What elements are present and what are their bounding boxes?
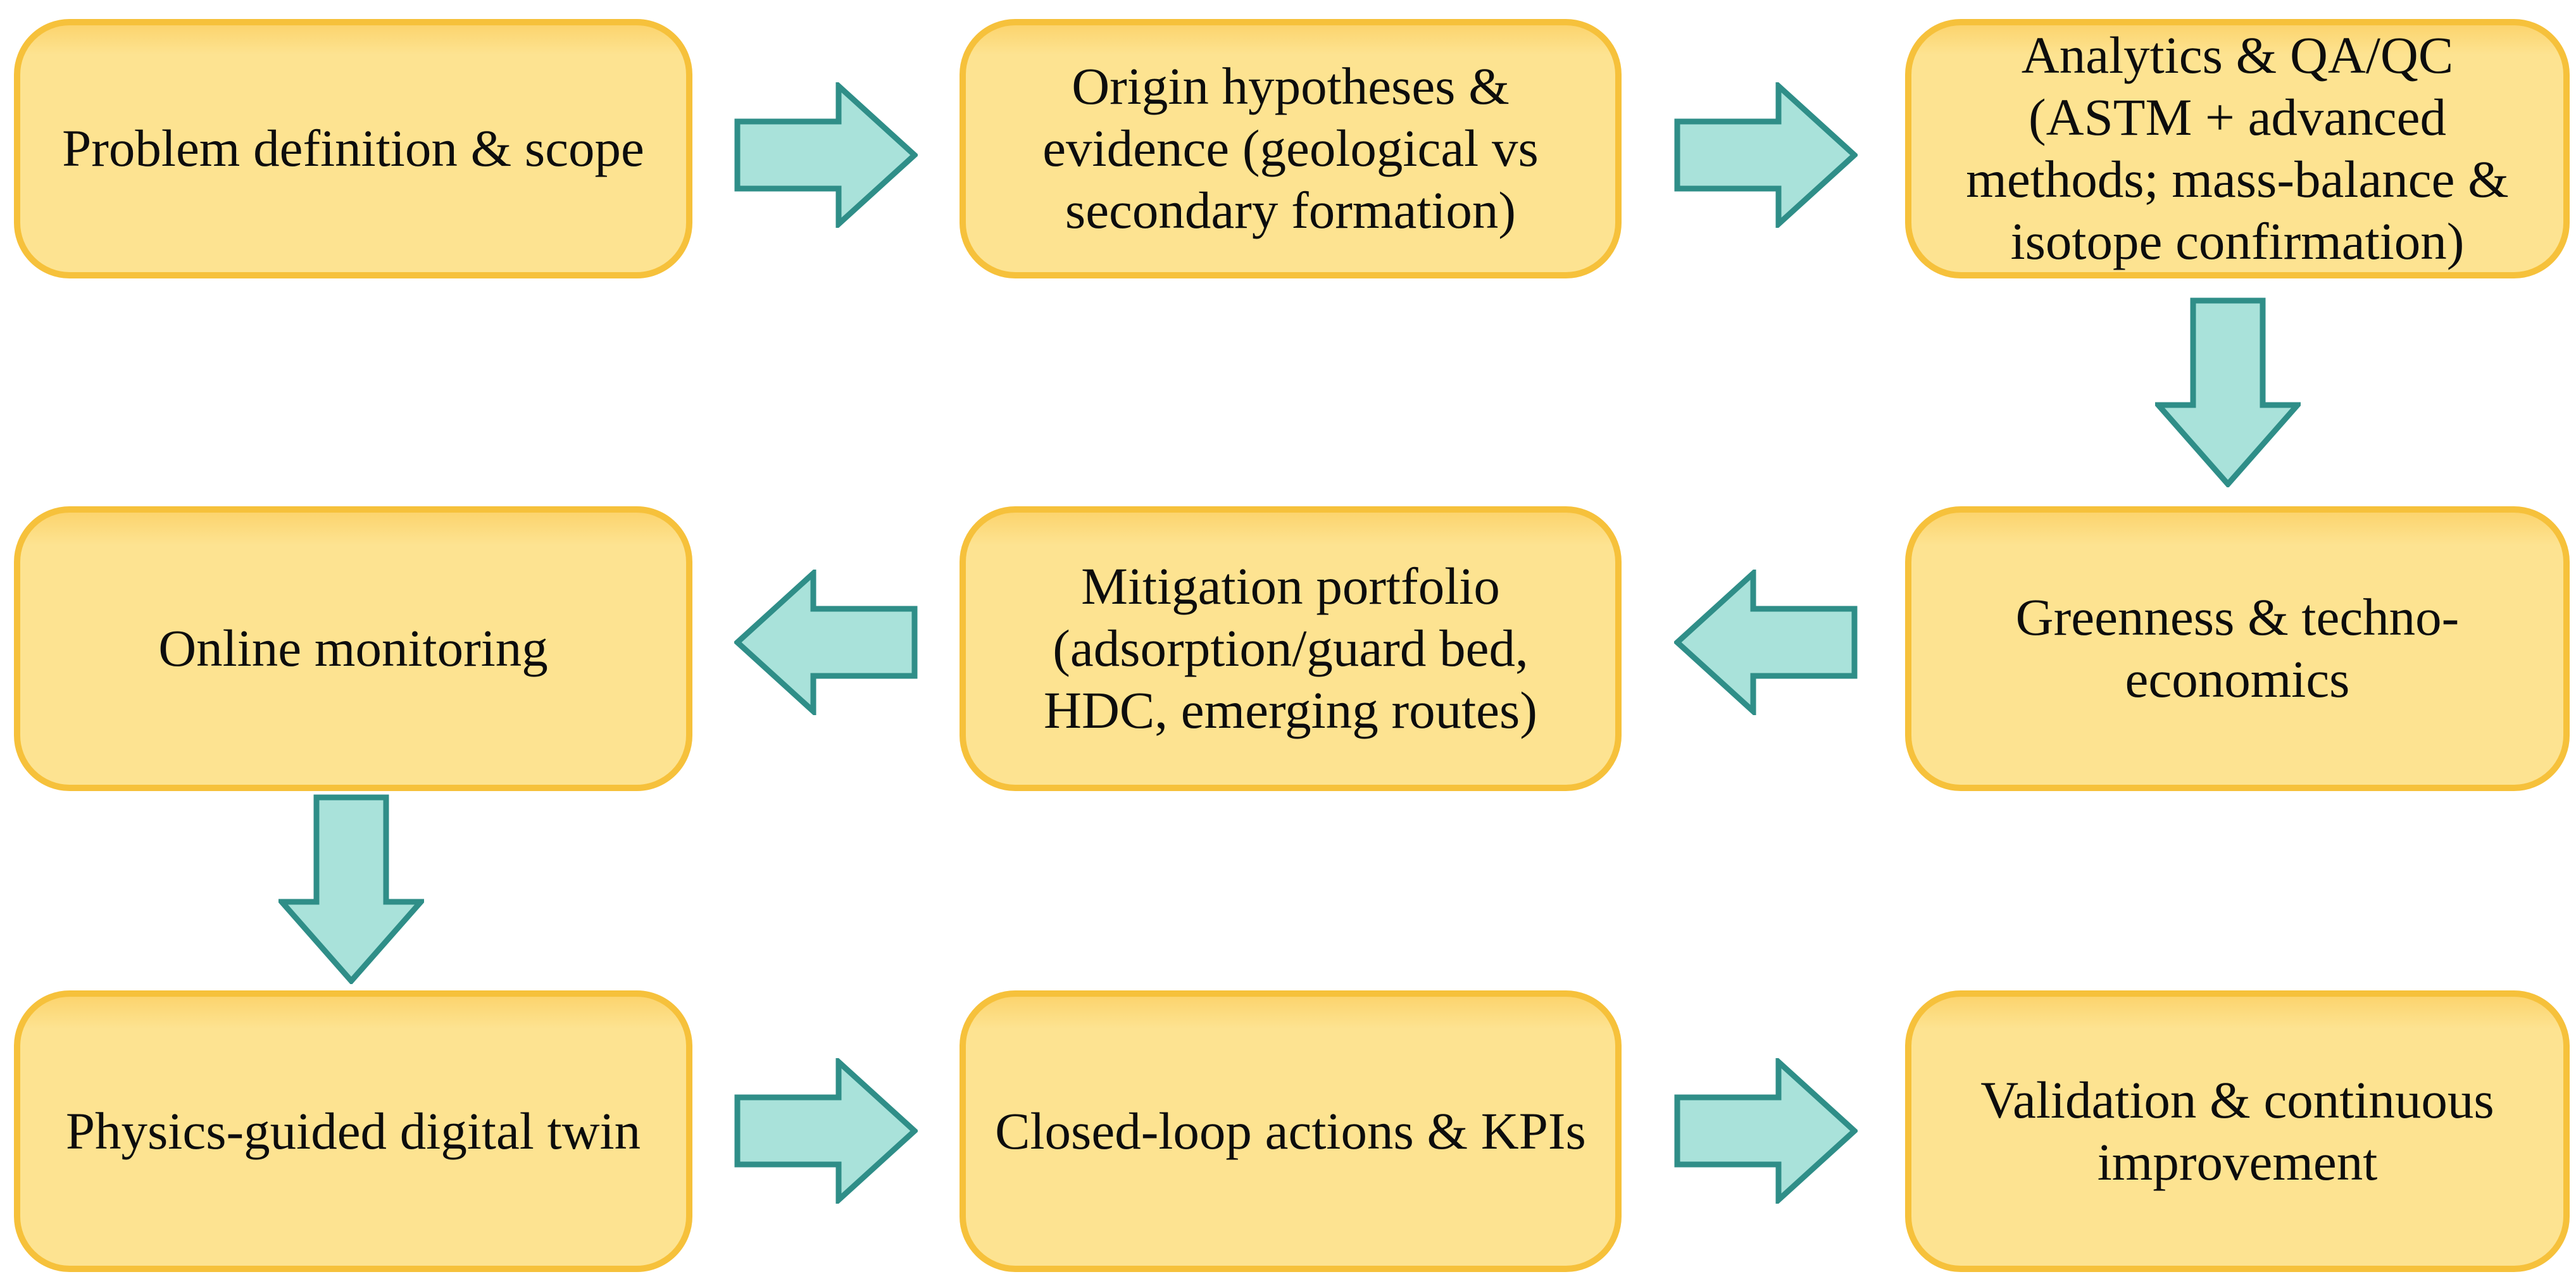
- node-mitigation-portfolio-label: Mitigation portfolio (adsorption/guard b…: [1044, 557, 1537, 739]
- node-greenness-techno-economics-label: Greenness & techno-economics: [2015, 588, 2460, 708]
- flow-arrow-right-icon: [1674, 82, 1858, 228]
- node-origin-hypotheses: Origin hypotheses & evidence (geological…: [960, 19, 1622, 278]
- node-physics-digital-twin-label: Physics-guided digital twin: [65, 1101, 641, 1160]
- node-validation-improvement-label: Validation & continuous improvement: [1980, 1070, 2494, 1191]
- flow-arrow-down-icon: [2155, 297, 2301, 487]
- node-online-monitoring-label: Online monitoring: [158, 619, 548, 678]
- flow-arrow-right-icon: [1674, 1058, 1858, 1204]
- node-problem-definition-label: Problem definition & scope: [62, 119, 644, 178]
- flow-arrow-left-icon: [1674, 570, 1858, 715]
- node-analytics-qaqc: Analytics & QA/QC (ASTM + advanced metho…: [1905, 19, 2570, 278]
- node-physics-digital-twin: Physics-guided digital twin: [14, 990, 692, 1272]
- flow-arrow-down-icon: [278, 794, 424, 984]
- flow-arrow-right-icon: [734, 1058, 918, 1204]
- flow-arrow-left-icon: [734, 570, 918, 715]
- node-closed-loop-kpis: Closed-loop actions & KPIs: [960, 990, 1622, 1272]
- node-analytics-qaqc-label: Analytics & QA/QC (ASTM + advanced metho…: [1966, 26, 2509, 270]
- node-validation-improvement: Validation & continuous improvement: [1905, 990, 2570, 1272]
- node-mitigation-portfolio: Mitigation portfolio (adsorption/guard b…: [960, 506, 1622, 791]
- node-closed-loop-kpis-label: Closed-loop actions & KPIs: [995, 1101, 1586, 1160]
- node-online-monitoring: Online monitoring: [14, 506, 692, 791]
- node-origin-hypotheses-label: Origin hypotheses & evidence (geological…: [1042, 57, 1539, 239]
- node-problem-definition: Problem definition & scope: [14, 19, 692, 278]
- node-greenness-techno-economics: Greenness & techno-economics: [1905, 506, 2570, 791]
- flow-arrow-right-icon: [734, 82, 918, 228]
